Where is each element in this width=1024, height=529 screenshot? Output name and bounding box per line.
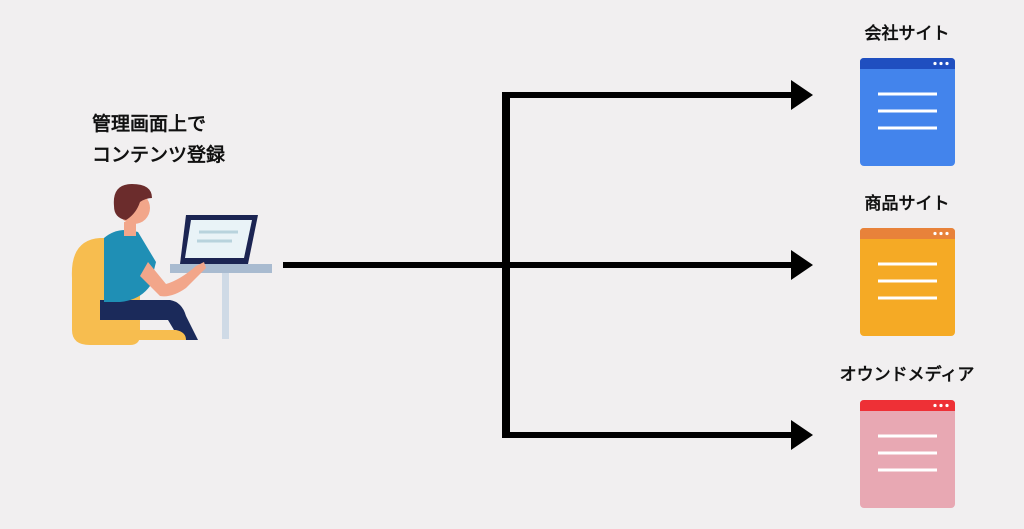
- arrowhead-middle-icon: [791, 250, 813, 280]
- source-caption-line1: 管理画面上で: [92, 113, 207, 135]
- site-window-icon-product: [860, 228, 955, 336]
- target-label-company-site: 会社サイト: [864, 24, 950, 44]
- source-caption-line2: コンテンツ登録: [92, 144, 226, 166]
- arrowhead-bottom-icon: [791, 420, 813, 450]
- site-window-icon-owned-media: [860, 400, 955, 508]
- site-window-icon-company: [860, 58, 955, 166]
- person-at-laptop-illustration: [71, 184, 272, 345]
- arrowhead-top-icon: [791, 80, 813, 110]
- target-label-product-site: 商品サイト: [864, 194, 950, 214]
- connector-lines: [283, 80, 813, 450]
- target-label-owned-media: オウンドメディア: [839, 365, 975, 385]
